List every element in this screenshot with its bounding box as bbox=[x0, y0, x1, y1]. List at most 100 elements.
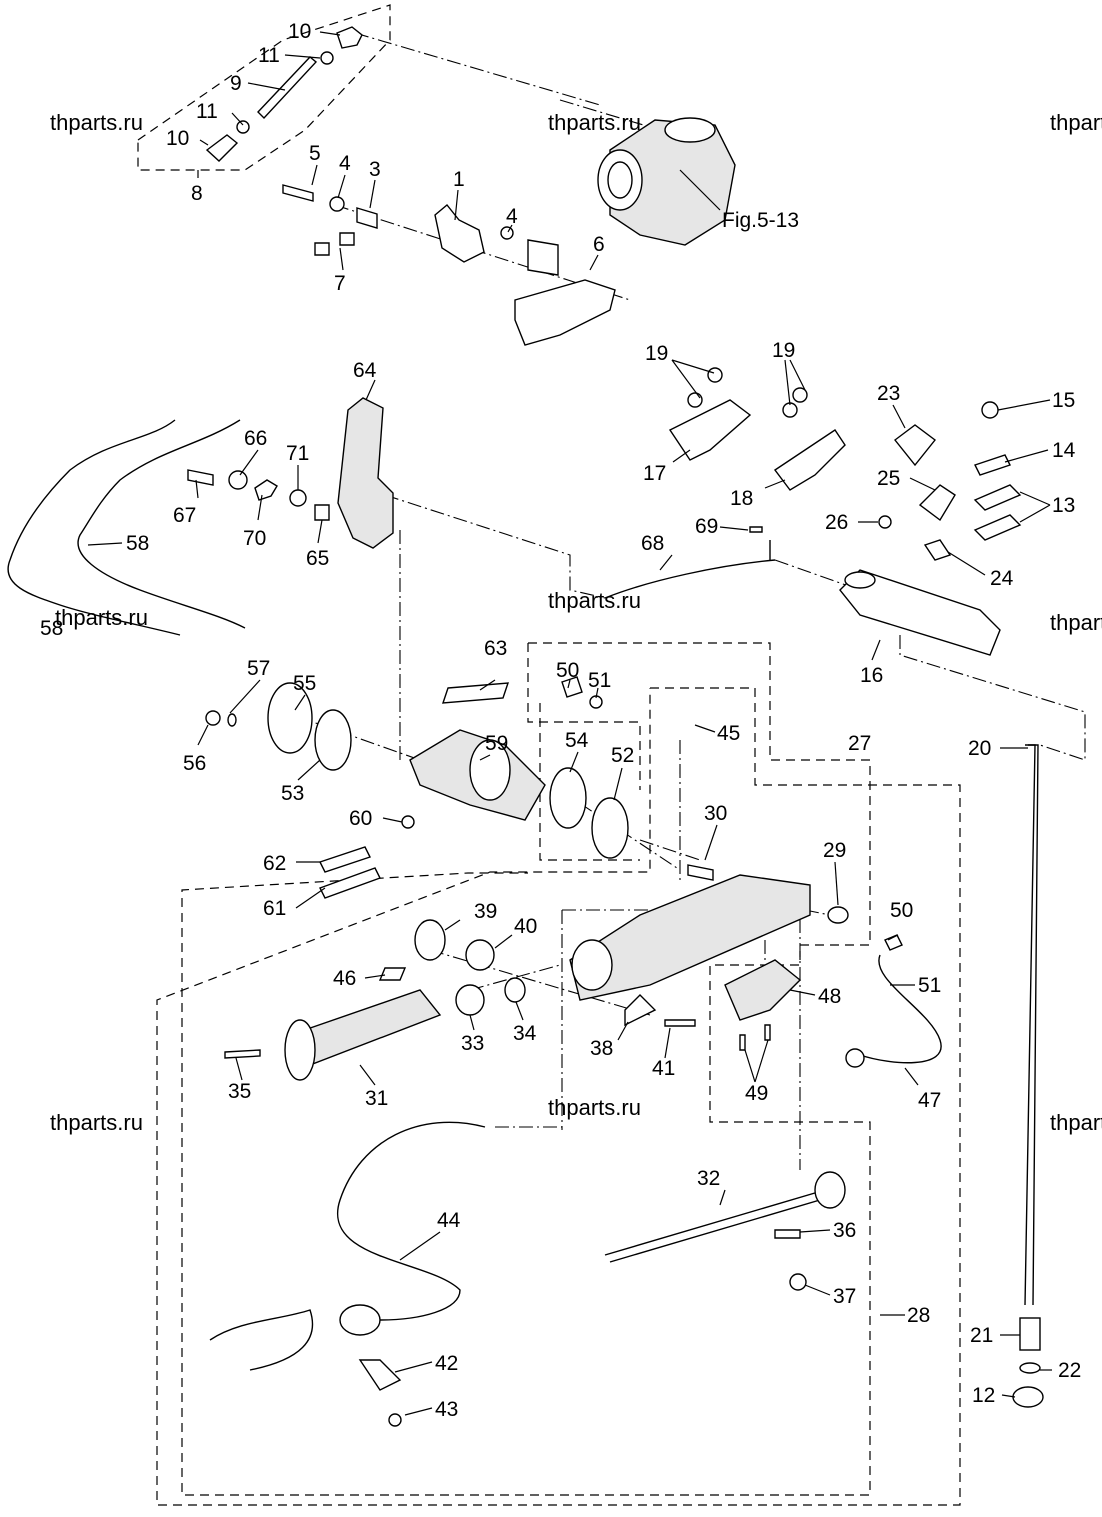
callout-46: 46 bbox=[333, 967, 356, 990]
part-8-link-rod-kit bbox=[205, 26, 363, 162]
leader-lines bbox=[87, 31, 1052, 1416]
figure-reference: Fig.5-13 bbox=[722, 209, 799, 232]
part-1-throttle-lever-assembly bbox=[282, 184, 616, 346]
watermark-text: thparts.ru bbox=[50, 110, 143, 135]
part-68-69-link-rod bbox=[604, 526, 776, 599]
part-fig-5-13-carburetor bbox=[597, 117, 736, 246]
watermark-text: thparts.ru bbox=[1050, 610, 1102, 635]
callout-29: 29 bbox=[823, 839, 846, 862]
group-outlines bbox=[137, 4, 961, 1506]
callout-9: 9 bbox=[230, 72, 242, 95]
callout-59: 59 bbox=[485, 732, 508, 755]
callout-50: 50 bbox=[890, 899, 913, 922]
callout-6: 6 bbox=[593, 233, 605, 256]
callout-25: 25 bbox=[877, 467, 900, 490]
callout-50: 50 bbox=[556, 659, 579, 682]
callout-13: 13 bbox=[1052, 494, 1075, 517]
callout-11: 11 bbox=[196, 100, 218, 123]
callout-58: 58 bbox=[40, 617, 63, 640]
watermark-text: thparts.ru bbox=[55, 605, 148, 630]
callout-31: 31 bbox=[365, 1087, 388, 1110]
callout-8: 8 bbox=[191, 182, 203, 205]
callout-67: 67 bbox=[173, 504, 196, 527]
callout-68: 68 bbox=[641, 532, 664, 555]
callout-56: 56 bbox=[183, 752, 206, 775]
callout-53: 53 bbox=[281, 782, 304, 805]
callout-43: 43 bbox=[435, 1398, 458, 1421]
callout-32: 32 bbox=[697, 1167, 720, 1190]
parts-50-52-54-rings bbox=[549, 676, 629, 859]
parts-33-34-39-40-46-grip-internals bbox=[378, 919, 526, 1016]
callout-37: 37 bbox=[833, 1285, 856, 1308]
parts-53-57-friction-assembly bbox=[205, 682, 352, 771]
parts-66-71-washers-and-bolts bbox=[187, 469, 330, 521]
callout-64: 64 bbox=[353, 359, 377, 382]
callout-7: 7 bbox=[334, 272, 346, 295]
callout-15: 15 bbox=[1052, 389, 1075, 412]
callout-61: 61 bbox=[263, 897, 286, 920]
callout-30: 30 bbox=[704, 802, 727, 825]
callout-36: 36 bbox=[833, 1219, 856, 1242]
callout-28: 28 bbox=[907, 1304, 930, 1327]
callout-55: 55 bbox=[293, 672, 316, 695]
callout-5: 5 bbox=[309, 142, 321, 165]
callout-58: 58 bbox=[126, 532, 149, 555]
callout-12: 12 bbox=[972, 1384, 995, 1407]
parts-13-15-23-26-clips bbox=[878, 401, 1022, 561]
callout-23: 23 bbox=[877, 382, 900, 405]
watermark-text: thparts.ru bbox=[1050, 110, 1102, 135]
watermark-text: thparts.ru bbox=[50, 1110, 143, 1135]
callout-numbers: 1 3 4 4 5 6 7 8 9 10 10 11 11 12 13 14 1… bbox=[40, 20, 1081, 1421]
callout-57: 57 bbox=[247, 657, 270, 680]
part-16-shift-shaft bbox=[839, 569, 1001, 656]
callout-70: 70 bbox=[243, 527, 266, 550]
callout-51: 51 bbox=[588, 669, 611, 692]
callout-69: 69 bbox=[695, 515, 718, 538]
callout-16: 16 bbox=[860, 664, 883, 687]
callout-62: 62 bbox=[263, 852, 286, 875]
part-31-grip bbox=[224, 989, 442, 1081]
part-64-throttle-handle bbox=[337, 397, 394, 549]
callout-47: 47 bbox=[918, 1089, 941, 1112]
callout-18: 18 bbox=[730, 487, 753, 510]
watermark-text: thparts.ru bbox=[1050, 1110, 1102, 1135]
parts-17-19-bracket-arms bbox=[668, 367, 846, 491]
callout-17: 17 bbox=[643, 462, 666, 485]
parts-12-21-22-grommets bbox=[1012, 1317, 1044, 1408]
callout-27: 27 bbox=[848, 732, 871, 755]
parts-42-44-stop-switch-lanyard bbox=[209, 1121, 486, 1427]
watermarks: thparts.ru thparts.ru thparts.ru thparts… bbox=[50, 110, 1102, 1135]
callout-4: 4 bbox=[339, 152, 351, 175]
callout-10: 10 bbox=[166, 127, 189, 150]
callout-42: 42 bbox=[435, 1352, 458, 1375]
part-58-throttle-cables bbox=[7, 419, 246, 636]
callout-39: 39 bbox=[474, 900, 497, 923]
callout-20: 20 bbox=[968, 737, 991, 760]
callout-48: 48 bbox=[818, 985, 841, 1008]
callout-63: 63 bbox=[484, 637, 507, 660]
callout-38: 38 bbox=[590, 1037, 613, 1060]
callout-1: 1 bbox=[453, 168, 465, 191]
part-20-rod bbox=[1024, 744, 1039, 1306]
parts-47-51-stop-switch-wiring bbox=[724, 934, 942, 1068]
callout-10: 10 bbox=[288, 20, 311, 43]
callout-19: 19 bbox=[772, 339, 795, 362]
watermark-text: thparts.ru bbox=[548, 588, 641, 613]
callout-41: 41 bbox=[652, 1057, 675, 1080]
callout-51: 51 bbox=[918, 974, 941, 997]
callout-60: 60 bbox=[349, 807, 372, 830]
callout-44: 44 bbox=[437, 1209, 461, 1232]
callout-66: 66 bbox=[244, 427, 267, 450]
callout-21: 21 bbox=[970, 1324, 993, 1347]
callout-34: 34 bbox=[513, 1022, 537, 1045]
parts-60-62-bolts bbox=[319, 815, 415, 899]
watermark-text: thparts.ru bbox=[548, 110, 641, 135]
callout-54: 54 bbox=[565, 729, 589, 752]
callout-52: 52 bbox=[611, 744, 634, 767]
parts-32-36-37-shift-rod bbox=[604, 1171, 846, 1291]
callout-3: 3 bbox=[369, 158, 381, 181]
callout-26: 26 bbox=[825, 511, 848, 534]
callout-11: 11 bbox=[258, 44, 280, 67]
callout-33: 33 bbox=[461, 1032, 484, 1055]
